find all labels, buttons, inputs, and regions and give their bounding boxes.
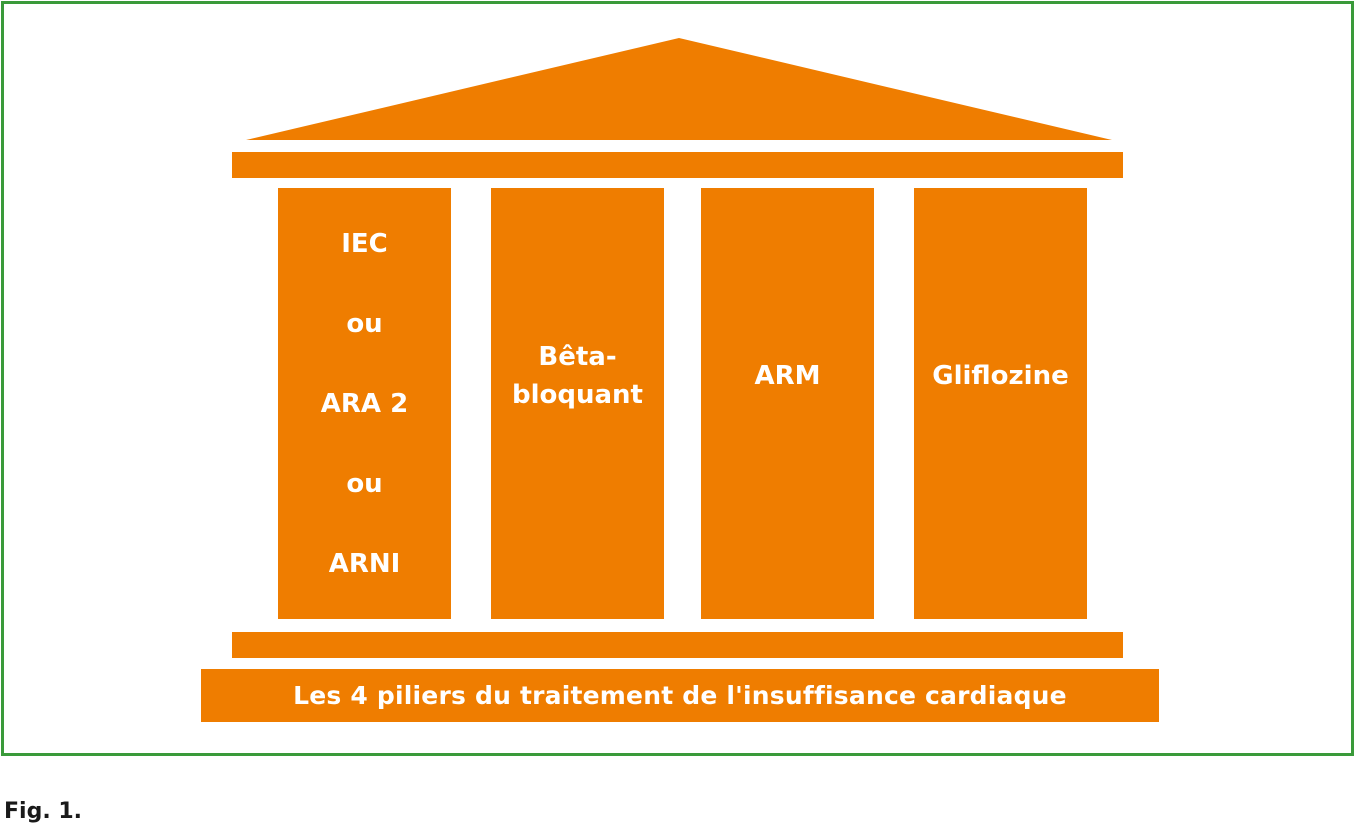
pillar-1-line-5: ARNI xyxy=(328,549,401,579)
temple-base-title: Les 4 piliers du traitement de l'insuffi… xyxy=(201,669,1159,722)
pillar-beta-bloquant: Bêta- bloquant xyxy=(491,188,664,619)
pillar-1-line-3: ARA 2 xyxy=(320,389,409,419)
temple-stylobate xyxy=(232,632,1123,658)
pillar-2-line-1: Bêta- xyxy=(538,342,617,372)
pillar-gliflozine: Gliflozine xyxy=(914,188,1087,619)
pediment-triangle xyxy=(246,38,1112,140)
diagram-frame xyxy=(1,1,1354,756)
figure-caption: Fig. 1. xyxy=(4,799,82,824)
pillar-3-label: ARM xyxy=(754,361,821,391)
pillar-1-line-1: IEC xyxy=(341,229,388,259)
pillar-1-line-4: ou xyxy=(346,469,383,499)
pillar-1-line-2: ou xyxy=(346,309,383,339)
pillar-iec-ara2-arni: IEC ou ARA 2 ou ARNI xyxy=(278,188,451,619)
pillar-4-label: Gliflozine xyxy=(932,361,1069,391)
pillar-2-line-2: bloquant xyxy=(512,380,643,410)
temple-entablature xyxy=(232,152,1123,178)
pillar-arm: ARM xyxy=(701,188,874,619)
